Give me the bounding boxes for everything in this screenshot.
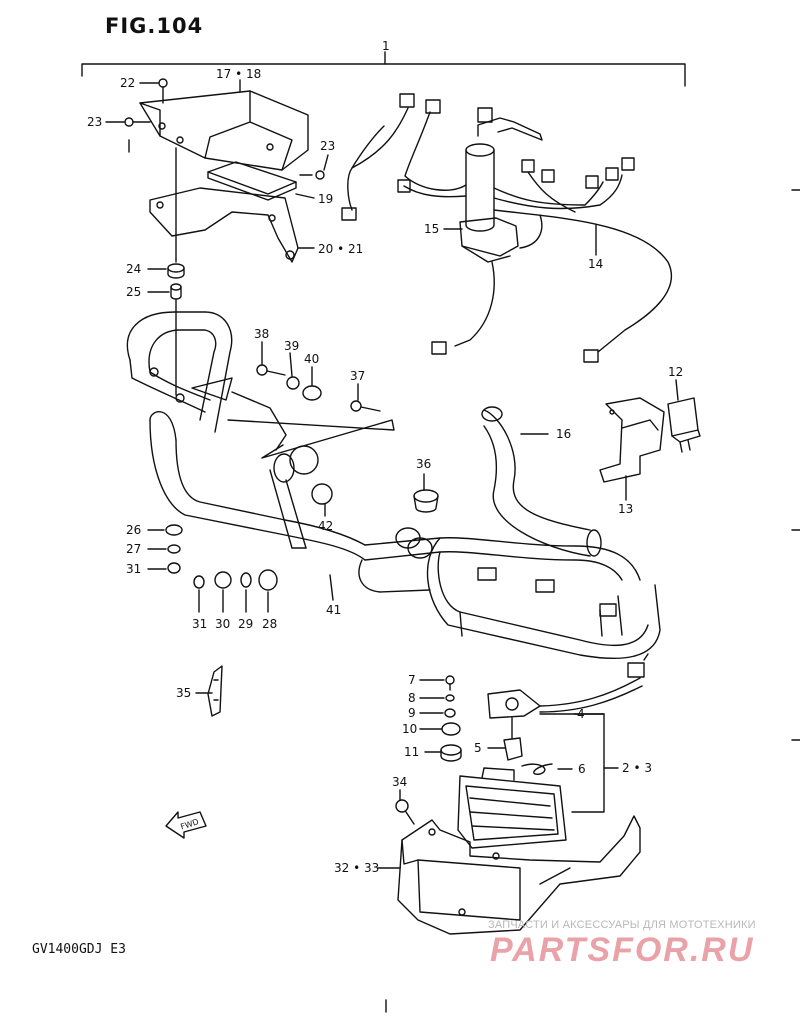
callout-37: 37 [350, 369, 365, 383]
callout-19-leader [295, 193, 315, 199]
hose-16 [481, 406, 602, 557]
rubber-pad-19 [207, 161, 297, 201]
ignition-switch-15 [459, 107, 543, 263]
callout-19: 19 [318, 192, 333, 206]
wiring-harness-14 [341, 93, 673, 363]
callout-10: 10 [402, 722, 417, 736]
washer-27 [167, 544, 181, 554]
bolt-34 [395, 799, 415, 825]
callout-41: 41 [326, 603, 341, 617]
callout-5: 5 [474, 741, 482, 755]
grommet-24 [167, 263, 185, 279]
callout-42: 42 [318, 519, 333, 533]
callout-1: 1 [382, 39, 390, 53]
screw-7 [445, 675, 455, 691]
model-code: GV1400GDJ E3 [32, 942, 126, 957]
callout-39: 39 [284, 339, 299, 353]
mount-bracket-17-18 [139, 90, 309, 171]
callout-2-3: 2 • 3 [622, 761, 652, 775]
bulb-5 [503, 717, 523, 761]
callout-16: 16 [556, 427, 571, 441]
washer-8 [445, 694, 455, 702]
headlight-2-3 [457, 767, 567, 849]
callout-17-18: 17 • 18 [216, 67, 261, 81]
callout-36: 36 [416, 457, 431, 471]
damper-36-guard [395, 527, 433, 559]
screw-23-left [124, 117, 151, 153]
relay-12 [667, 397, 701, 453]
washer-39 [286, 376, 300, 390]
callout-7: 7 [408, 673, 416, 687]
callout-6: 6 [578, 762, 586, 776]
callout-38: 38 [254, 327, 269, 341]
callout-27: 27 [126, 542, 141, 556]
callout-28: 28 [262, 617, 277, 631]
callout-14: 14 [588, 257, 603, 271]
screw-22 [158, 78, 168, 104]
callout-15: 15 [424, 222, 439, 236]
washer-40 [302, 385, 322, 401]
callout-39-leader [289, 352, 293, 377]
collar-25 [170, 283, 182, 300]
fwd-arrow-icon [165, 811, 207, 839]
callout-32-33: 32 • 33 [334, 861, 379, 875]
callout-41-leader [329, 574, 334, 601]
callout-31a: 31 [126, 562, 141, 576]
clip-35 [207, 665, 223, 717]
relay-bracket-13 [599, 397, 665, 483]
callout-35: 35 [176, 686, 191, 700]
nut-31 [167, 562, 181, 574]
nut-10 [441, 722, 461, 736]
watermark-tagline: ЗАПЧАСТИ И АКСЕССУАРЫ ДЛЯ МОТОТЕХНИКИ [488, 919, 756, 931]
bracket-20-21 [149, 187, 299, 263]
callout-25: 25 [126, 285, 141, 299]
hardware-row [193, 569, 278, 591]
callout-12: 12 [668, 365, 683, 379]
engine-guard-41 [126, 311, 661, 660]
plug-36 [413, 489, 439, 513]
callout-31: 31 [192, 617, 207, 631]
socket-4 [487, 653, 649, 719]
figure-title: FIG.104 [105, 14, 204, 38]
callout-4-bracket [539, 713, 605, 813]
callout-23-right: 23 [320, 139, 335, 153]
spring-6 [521, 763, 553, 775]
callout-11: 11 [404, 745, 419, 759]
headlight-case-32-33 [397, 815, 641, 935]
callout-24: 24 [126, 262, 141, 276]
callout-29: 29 [238, 617, 253, 631]
callout-26: 26 [126, 523, 141, 537]
callout-23-left: 23 [87, 115, 102, 129]
callout-23-right-leader [323, 154, 329, 171]
damper-42 [227, 419, 395, 505]
screw-23-right [299, 170, 325, 180]
callout-8: 8 [408, 691, 416, 705]
watermark-brand: PARTSFOR.RU [490, 931, 755, 969]
callout-22: 22 [120, 76, 135, 90]
callout-4: 4 [577, 707, 585, 721]
callout-40: 40 [304, 352, 319, 366]
bolt-38 [256, 364, 286, 376]
callout-34: 34 [392, 775, 407, 789]
callout-12-leader [675, 379, 679, 401]
washer-26 [165, 524, 183, 536]
callout-20-21: 20 • 21 [318, 242, 363, 256]
bolt-37 [350, 400, 381, 412]
callout-13: 13 [618, 502, 633, 516]
washer-9 [444, 708, 456, 718]
cushion-11 [440, 744, 462, 762]
callout-30: 30 [215, 617, 230, 631]
assembly-bracket-line [81, 63, 686, 87]
callout-9: 9 [408, 706, 416, 720]
